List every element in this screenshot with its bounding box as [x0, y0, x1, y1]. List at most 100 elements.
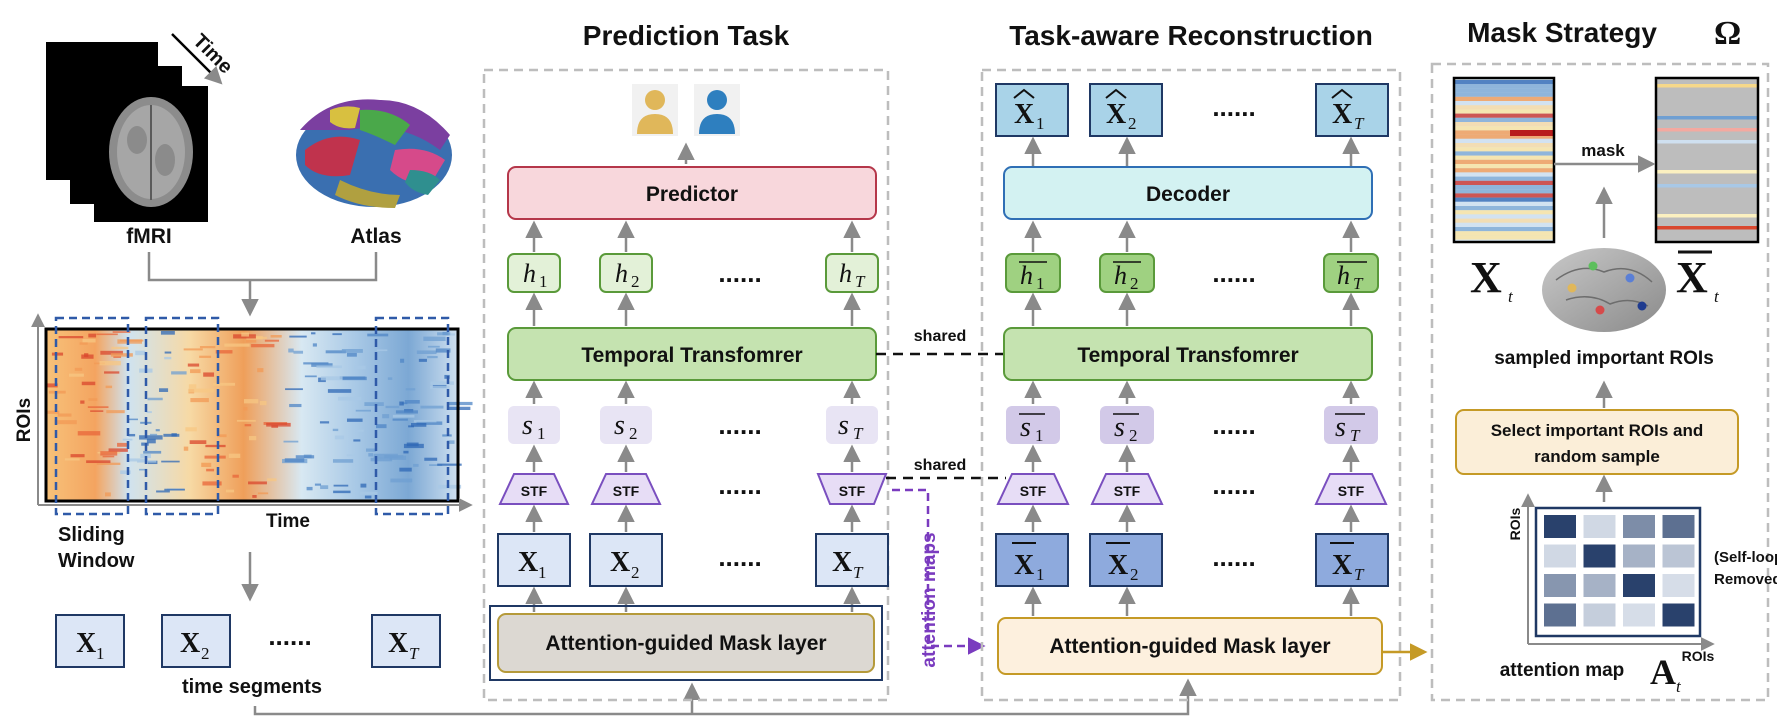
attn-subscript: t: [1676, 677, 1682, 696]
heat-texture: [129, 458, 148, 462]
attn-A-symbol: A: [1650, 652, 1676, 692]
heat-texture: [74, 367, 83, 371]
heat-texture: [149, 433, 158, 436]
heat-texture: [108, 448, 128, 452]
heat-texture: [283, 440, 299, 443]
attention-matrix: [1534, 506, 1702, 638]
heat-texture: [96, 462, 121, 465]
heat-texture: [82, 338, 96, 343]
xt-row: [1455, 109, 1553, 114]
svg-text:h: h: [1020, 261, 1033, 290]
xt-row: [1455, 92, 1553, 97]
heat-texture: [96, 333, 118, 336]
xt-row: [1455, 88, 1553, 93]
svg-text:X: X: [1014, 550, 1034, 581]
svg-text:1: 1: [537, 424, 546, 443]
rois-axis-label: ROIs: [14, 398, 35, 442]
heat-texture: [418, 358, 427, 362]
heat-texture: [87, 406, 109, 408]
sliding-window-2: [144, 316, 220, 516]
heat-texture: [228, 453, 241, 458]
heat-texture: [120, 339, 144, 342]
heat-texture: [241, 332, 250, 337]
attn-rois-h-label: ROIs: [1682, 648, 1715, 664]
heat-texture: [147, 397, 163, 401]
mask-layer-rec-label: Attention-guided Mask layer: [1049, 635, 1330, 658]
heat-texture: [164, 351, 172, 354]
svg-text:T: T: [1354, 565, 1365, 584]
heat-texture: [163, 433, 180, 437]
heat-texture: [437, 463, 462, 466]
attn-cell-1-3: [1662, 544, 1695, 568]
heat-texture: [252, 494, 257, 498]
xbar-row: [1657, 128, 1757, 132]
input-feed-line: [253, 682, 1190, 716]
heat-texture: [400, 358, 405, 363]
heat-texture: [447, 401, 473, 406]
heat-texture: [333, 484, 349, 487]
heat-texture: [99, 361, 121, 366]
heat-texture: [185, 427, 197, 432]
xt-row: [1455, 147, 1553, 152]
heat-texture: [58, 336, 84, 339]
xt-row: [1455, 134, 1553, 139]
heat-texture: [285, 388, 303, 391]
heat-texture: [353, 365, 366, 370]
attn-cell-0-2: [1623, 515, 1655, 538]
heat-texture: [88, 333, 97, 338]
heat-texture: [304, 375, 317, 378]
svg-text:X: X: [180, 628, 200, 659]
heat-texture: [293, 350, 304, 354]
heat-texture: [438, 484, 462, 489]
attn-rois-v-label: ROIs: [1507, 507, 1523, 540]
xt-row: [1455, 197, 1553, 202]
heat-texture: [201, 462, 212, 468]
heat-texture: [100, 350, 123, 355]
svg-text:X: X: [76, 628, 96, 659]
attn-map-label: attention map: [1500, 660, 1625, 681]
xt-row: [1455, 193, 1553, 198]
heat-texture: [190, 398, 209, 403]
svg-text:X: X: [1106, 99, 1126, 130]
svg-text:1: 1: [1035, 426, 1044, 445]
heat-texture: [403, 443, 424, 449]
svg-text:h: h: [523, 259, 536, 288]
heat-texture: [155, 429, 160, 432]
svg-text:2: 2: [631, 563, 640, 582]
heat-texture: [450, 333, 455, 336]
xhat-box-2: X 2: [1089, 83, 1163, 137]
svg-text:s: s: [1114, 412, 1125, 443]
heat-texture: [327, 389, 352, 393]
svg-text:h: h: [615, 259, 628, 288]
xbar-t-subscript: t: [1714, 287, 1720, 306]
heat-texture: [47, 410, 60, 414]
svg-text:STF: STF: [521, 483, 548, 499]
heat-texture: [334, 435, 345, 440]
time-segment-1: X 1: [55, 614, 125, 668]
xt-row: [1455, 180, 1553, 185]
predictor-box: [507, 166, 877, 220]
heat-texture: [413, 420, 437, 423]
heat-texture: [100, 451, 118, 456]
heat-texture: [392, 414, 415, 418]
stf-rec-2: STF: [1090, 473, 1164, 505]
svg-text:1: 1: [96, 644, 105, 663]
heat-texture: [244, 424, 252, 427]
heat-texture: [364, 495, 372, 499]
xt-subscript: t: [1508, 287, 1514, 306]
svg-text:1: 1: [1036, 565, 1045, 584]
heat-texture: [387, 377, 393, 380]
heat-texture: [423, 336, 446, 342]
svg-text:STF: STF: [613, 483, 640, 499]
heat-texture: [48, 390, 66, 394]
heat-texture: [156, 490, 170, 493]
xhat-dots: ......: [1212, 92, 1255, 122]
